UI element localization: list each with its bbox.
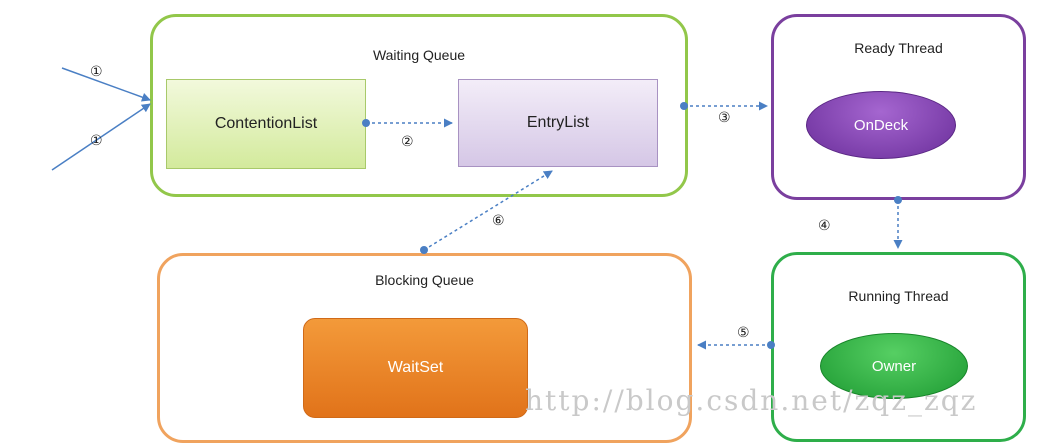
on-deck-node: OnDeck [806,91,956,159]
step5-label: ⑤ [737,325,750,341]
step1-arrow-upper [61,67,151,102]
watermark-text: http://blog.csdn.net/zqz_zqz [525,384,978,417]
connector-layer [51,67,903,350]
step3-label: ③ [718,110,731,126]
step5-start-dot [767,341,775,349]
step4-label: ④ [818,218,831,234]
contention-list-node: ContentionList [166,79,366,169]
blocking-queue-title: Blocking Queue [375,272,474,288]
step6-arrow [423,170,553,251]
step1-label-upper: ① [90,64,103,80]
step1-arrow-lower [51,103,151,171]
step6-label: ⑥ [492,213,505,229]
step2-label: ② [401,134,414,150]
running-thread-title: Running Thread [848,288,949,304]
step1-label-lower: ① [90,133,103,149]
step4-start-dot [894,196,902,204]
ready-thread-title: Ready Thread [854,40,943,56]
step6-start-dot [420,246,428,254]
owner-node: Owner [820,333,968,399]
step2-start-dot [362,119,370,127]
waiting-queue-title: Waiting Queue [372,47,466,63]
step3-start-dot [680,102,688,110]
entry-list-node: EntryList [458,79,658,167]
wait-set-node: WaitSet [303,318,528,418]
